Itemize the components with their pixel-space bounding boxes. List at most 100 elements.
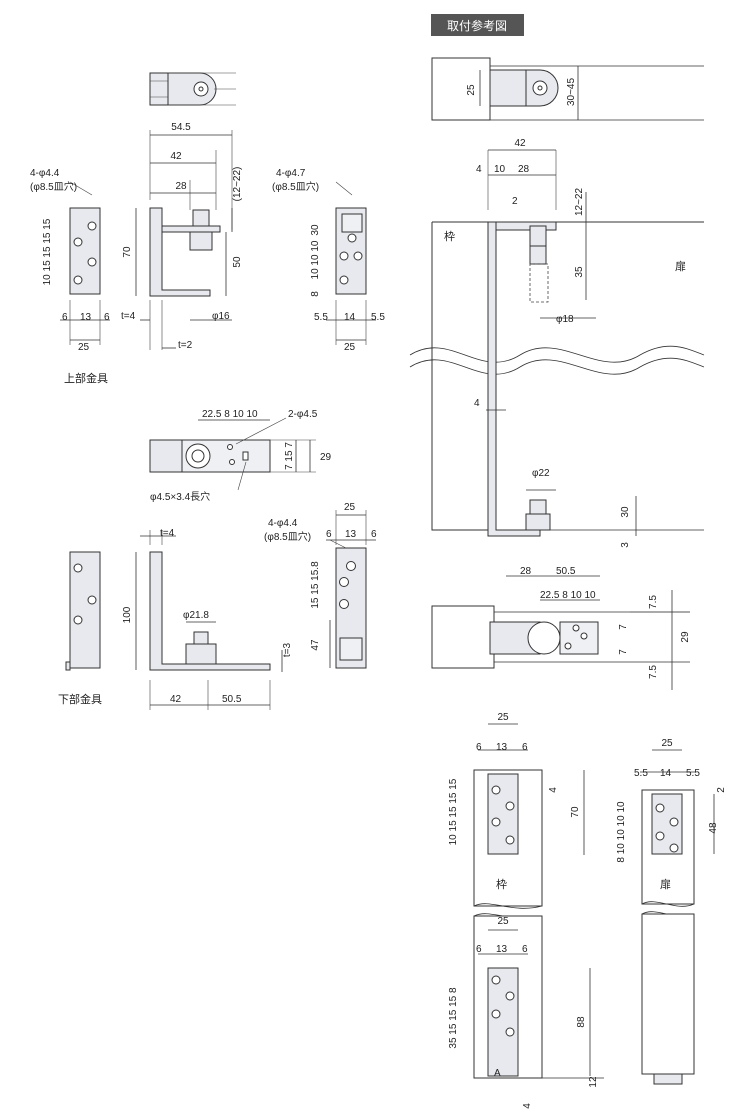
upper-dim-55a: 5.5 — [314, 312, 328, 323]
install-dim-2: 2 — [512, 196, 518, 207]
frame-elevation — [473, 723, 585, 909]
door-dim-48: 48 — [708, 822, 719, 834]
plan-view — [149, 417, 316, 491]
lower-dim-phi218: φ21.8 — [183, 610, 209, 621]
upper-dim-42: 42 — [170, 151, 182, 162]
upper-side-view — [326, 181, 376, 345]
ref-title-box — [431, 14, 524, 36]
upper-left-plate — [60, 181, 110, 345]
install-dim-505: 50.5 — [556, 566, 576, 577]
lower-front-view — [135, 530, 283, 710]
frame-dim-25: 25 — [497, 712, 509, 723]
install-dim-row: 22.5 8 10 10 — [540, 590, 596, 601]
plan-dim-29: 29 — [320, 452, 332, 463]
lower-dim-6b: 6 — [371, 529, 377, 540]
upper-dim-phi16: φ16 — [212, 311, 230, 322]
install-dim-30-45: 30~45 — [566, 78, 577, 107]
install-dim-75b: 7.5 — [648, 665, 659, 679]
lower-dim-505: 50.5 — [222, 694, 242, 705]
frame2-dim-6b: 6 — [522, 944, 528, 955]
frame2-dim-6: 6 — [476, 944, 482, 955]
install-dim-29: 29 — [680, 631, 691, 643]
frame2-dim-88: 88 — [576, 1016, 587, 1028]
lower-dim-42: 42 — [170, 694, 182, 705]
lower-dim-stack: 15 15 15.8 — [310, 561, 321, 609]
frame-dim-70: 70 — [570, 806, 581, 818]
frame2-dim-12: 12 — [588, 1076, 599, 1088]
upper-dim-70: 70 — [122, 246, 133, 258]
lower-holes-a: 4-φ4.4 — [268, 518, 298, 529]
upper-dim-25: 25 — [78, 342, 90, 353]
install-dim-phi22: φ22 — [532, 468, 550, 479]
lower-dim-47: 47 — [310, 639, 321, 651]
upper-dim-545: 54.5 — [171, 122, 191, 133]
install-dim-7a: 7 — [618, 624, 629, 630]
upper-dim-6: 6 — [62, 312, 68, 323]
upper-holes-b: (φ8.5皿穴) — [30, 180, 77, 193]
install-dim-30: 30 — [620, 506, 631, 518]
frame-dim-13: 13 — [496, 742, 508, 753]
lower-dim-13: 13 — [345, 529, 357, 540]
lower-dim-6: 6 — [326, 529, 332, 540]
install-dim-28b: 28 — [520, 566, 532, 577]
plan-dim-holes: 2-φ4.5 — [288, 409, 318, 420]
install-dim-10: 10 — [494, 164, 506, 175]
install-dim-7b: 7 — [618, 649, 629, 655]
install-dim-12-22: 12~22 — [574, 188, 585, 217]
install-front-section — [409, 149, 705, 537]
install-top-plan — [431, 57, 704, 121]
frame-dim-6b: 6 — [522, 742, 528, 753]
install-tobira: 扉 — [675, 260, 686, 273]
install-dim-35: 35 — [574, 266, 585, 278]
plan-dim-7: 7 15 7 — [284, 442, 295, 470]
frame2-dim-4: 4 — [522, 1103, 533, 1109]
ref-title: 取付参考図 — [447, 18, 507, 33]
upper-dim-6b: 6 — [104, 312, 110, 323]
install-dim-4b: 4 — [474, 398, 480, 409]
upper-left-stack: 10 15 15 15 15 — [42, 218, 53, 285]
plan-dim-slot: φ4.5×3.4長穴 — [150, 490, 210, 503]
install-dim-75a: 7.5 — [648, 595, 659, 609]
frame-dim-4: 4 — [548, 787, 559, 793]
frame2-dim-stack: 35 15 15 15 8 — [448, 987, 459, 1049]
upper-label: 上部金具 — [64, 371, 108, 385]
frame-dim-stack: 10 15 15 15 15 — [448, 778, 459, 845]
upper-side-holes-b: (φ8.5皿穴) — [272, 180, 319, 193]
install-dim-3: 3 — [620, 542, 631, 548]
door-elevation — [640, 749, 715, 1085]
upper-front-view — [135, 130, 233, 350]
upper-dim-t2: t=2 — [178, 340, 193, 351]
lower-left-plate — [65, 551, 101, 671]
lower-dim-t3: t=3 — [282, 642, 293, 657]
plan-dim-row: 22.5 8 10 10 — [202, 409, 258, 420]
lower-dim-25: 25 — [344, 502, 356, 513]
frame-elevation-lower — [473, 913, 604, 1079]
upper-dim-55b: 5.5 — [371, 312, 385, 323]
upper-side-holes-a: 4-φ4.7 — [276, 168, 306, 179]
install-bottom-plan — [431, 575, 690, 690]
upper-dim-13: 13 — [80, 312, 92, 323]
upper-dim-12-22: (12~22) — [232, 167, 243, 202]
frame2-dim-25: 25 — [497, 916, 509, 927]
install-dim-phi18: φ18 — [556, 314, 574, 325]
upper-dim-50: 50 — [232, 256, 243, 268]
frame2-A: A — [494, 1068, 501, 1079]
frame-dim-6: 6 — [476, 742, 482, 753]
upper-dim-25b: 25 — [344, 342, 356, 353]
door-dim-25: 25 — [661, 738, 673, 749]
install-dim-4: 4 — [476, 164, 482, 175]
upper-side-30: 30 — [310, 224, 321, 236]
install-dim-25: 25 — [466, 84, 477, 96]
lower-label: 下部金具 — [58, 692, 102, 706]
upper-dim-28: 28 — [175, 181, 187, 192]
upper-top-view — [149, 72, 236, 106]
install-dim-28: 28 — [518, 164, 530, 175]
lower-dim-t4: t=4 — [160, 528, 175, 539]
door-dim-stack: 8 10 10 10 10 — [616, 801, 627, 863]
upper-side-mid: 10 10 10 — [310, 240, 321, 279]
frame2-dim-13: 13 — [496, 944, 508, 955]
lower-side-view — [326, 510, 376, 669]
upper-dim-14: 14 — [344, 312, 356, 323]
upper-side-8: 8 — [310, 291, 321, 297]
